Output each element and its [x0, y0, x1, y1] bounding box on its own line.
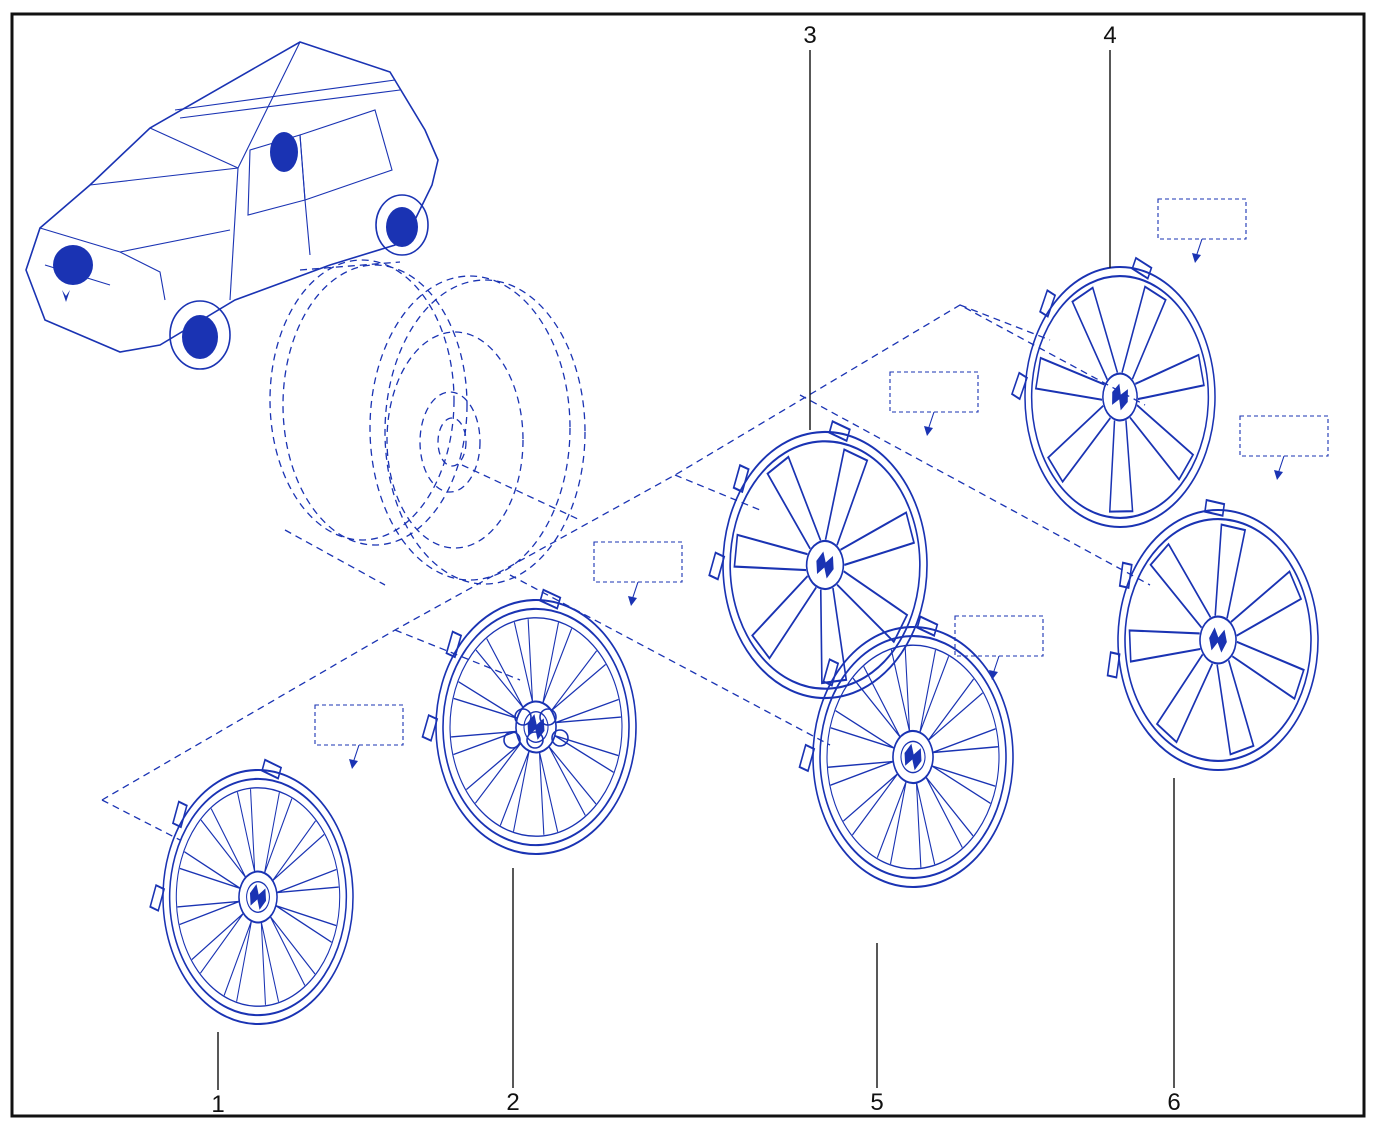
steel-wheel-icon	[269, 259, 586, 586]
brand-logo-icon	[62, 290, 70, 302]
reference-box-2	[593, 541, 683, 607]
callout-2: 2	[506, 1089, 520, 1116]
wheel-cover-4	[989, 216, 1249, 571]
highlight-front-wheel-icon	[53, 245, 93, 285]
reference-box-3	[889, 371, 979, 437]
wheel-cover-2	[403, 556, 667, 891]
diagram-frame	[10, 12, 1366, 1118]
reference-box-4	[1157, 198, 1247, 264]
reference-box-6	[1239, 415, 1329, 481]
callout-3: 3	[803, 22, 817, 49]
wheel-cover-3	[689, 386, 959, 737]
wheel-cover-1	[131, 726, 383, 1061]
reference-box-1	[314, 704, 404, 770]
highlight-side-icon	[270, 132, 298, 172]
callout-5: 5	[870, 1089, 884, 1116]
callout-6: 6	[1167, 1089, 1181, 1116]
callout-leaders	[217, 50, 1175, 1090]
callout-4: 4	[1103, 22, 1117, 49]
vehicle-illustration	[25, 41, 439, 370]
assembly-guide-lines	[101, 304, 1151, 841]
callout-1: 1	[211, 1091, 225, 1118]
wheel-cover-6	[1097, 482, 1336, 792]
